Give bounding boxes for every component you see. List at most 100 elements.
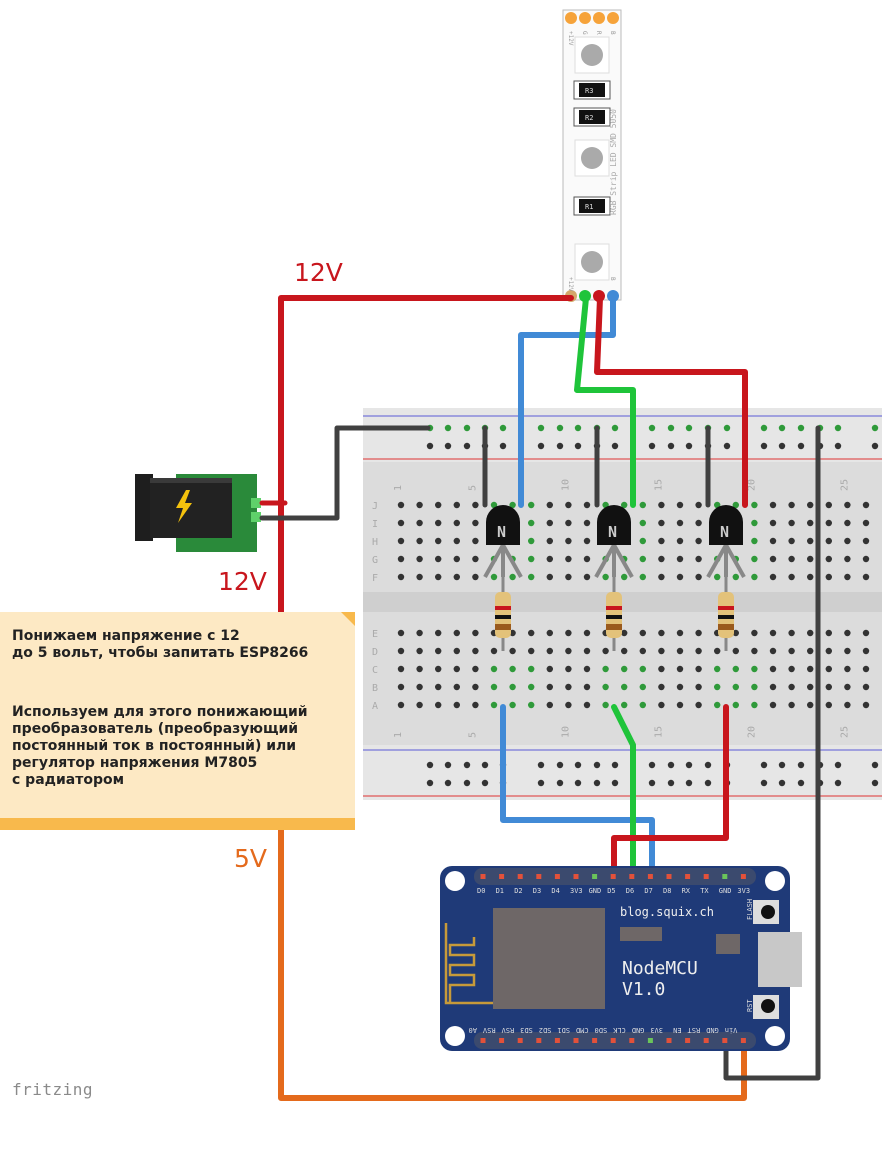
breadboard-hole	[862, 555, 870, 563]
breadboard-hole	[732, 573, 739, 581]
header-pin	[647, 874, 653, 879]
breadboard-hole	[416, 665, 423, 673]
breadboard-hole	[807, 573, 814, 581]
breadboard-hole	[658, 647, 665, 655]
wire-blue-d7	[500, 704, 655, 883]
breadboard-hole	[583, 629, 591, 637]
breadboard-hole	[732, 683, 739, 691]
breadboard-hole	[658, 573, 665, 581]
header-pin	[703, 874, 709, 879]
breadboard-hole	[546, 701, 553, 709]
breadboard-hole	[565, 701, 572, 709]
wire-5v-orange	[278, 827, 747, 1101]
transistor-leg	[594, 544, 616, 578]
breadboard-hole	[732, 501, 739, 509]
header-pin	[740, 874, 746, 879]
breadboard-hole	[676, 501, 684, 509]
breadboard-hole	[528, 537, 535, 545]
wire-red-strip	[594, 295, 748, 508]
resistor-band	[718, 615, 734, 619]
pin-label: RSV	[482, 1026, 495, 1034]
breadboard-hole	[397, 647, 405, 655]
breadboard-hole	[676, 537, 684, 545]
breadboard-hole	[844, 555, 851, 563]
breadboard-hole	[565, 629, 572, 637]
breadboard-hole	[676, 573, 684, 581]
rail-hole	[499, 424, 507, 432]
breadboard-hole	[825, 647, 832, 655]
rail-hole	[871, 442, 879, 450]
pin-label: EN	[673, 1026, 681, 1034]
rst-button[interactable]	[761, 999, 775, 1013]
rail-hole	[611, 761, 619, 769]
breadboard-hole	[397, 501, 405, 509]
breadboard-hole	[453, 573, 460, 581]
rail-hole	[648, 761, 656, 769]
breadboard-hole	[546, 519, 553, 527]
breadboard-hole	[397, 665, 405, 673]
breadboard-hole	[751, 519, 758, 527]
breadboard-hole	[695, 537, 702, 545]
rail-hole	[537, 442, 545, 450]
smd-resistor-body	[579, 83, 605, 97]
pin-label: CLK	[612, 1026, 625, 1034]
header-pin	[536, 874, 542, 879]
breadboard-hole	[546, 683, 553, 691]
breadboard-hole	[751, 683, 758, 691]
rail-hole	[834, 761, 842, 769]
breadboard-hole	[769, 701, 777, 709]
column-number: 20	[746, 726, 757, 738]
header-pin	[722, 874, 728, 879]
header-pin	[573, 1038, 579, 1043]
column-number: 10	[560, 479, 571, 491]
breadboard-hole	[602, 665, 609, 673]
npn-transistor: N	[706, 505, 746, 578]
breadboard-hole	[844, 629, 851, 637]
wire-blue-strip	[518, 295, 616, 508]
breadboard-hole	[732, 701, 739, 709]
breadboard-hole	[769, 519, 777, 527]
strip-pin-label: +12V	[567, 31, 574, 46]
breadboard-hole	[862, 647, 870, 655]
column-number: 1	[393, 485, 404, 491]
rail-hole	[426, 761, 434, 769]
rail-hole	[481, 761, 489, 769]
breadboard-hole	[676, 683, 684, 691]
rail-hole	[426, 779, 434, 787]
breadboard-hole	[453, 629, 460, 637]
rail-hole	[574, 442, 582, 450]
wire-gnd-black	[259, 425, 431, 521]
breadboard-hole	[490, 701, 498, 709]
row-label: I	[372, 519, 378, 530]
pin-label: A0	[469, 1026, 477, 1034]
header-pin	[480, 874, 486, 879]
breadboard-hole	[583, 573, 591, 581]
pin-label: GND	[632, 1026, 645, 1034]
strip-pin-label: R	[595, 31, 602, 35]
breadboard-hole	[528, 555, 535, 563]
rail-hole	[463, 424, 471, 432]
pin-label: SD1	[557, 1026, 570, 1034]
breadboard-hole	[732, 629, 739, 637]
row-label: B	[372, 683, 378, 694]
column-number: 5	[467, 732, 478, 738]
rail-hole	[685, 442, 693, 450]
rail-hole	[648, 779, 656, 787]
transistor-leg	[724, 544, 746, 578]
breadboard-hole	[528, 629, 535, 637]
board-version: V1.0	[622, 979, 665, 1000]
breadboard-hole	[435, 501, 442, 509]
breadboard-hole	[565, 573, 572, 581]
flash-button[interactable]	[761, 905, 775, 919]
rail-hole	[667, 442, 675, 450]
breadboard-hole	[583, 683, 591, 691]
breadboard-hole	[751, 555, 758, 563]
wire-gnd-mcu	[723, 425, 821, 1081]
breadboard-hole	[509, 683, 516, 691]
breadboard-hole	[435, 701, 442, 709]
breadboard-hole	[844, 701, 851, 709]
rail-hole	[556, 761, 564, 769]
rail-hole	[556, 424, 564, 432]
resistor-band	[606, 624, 622, 630]
